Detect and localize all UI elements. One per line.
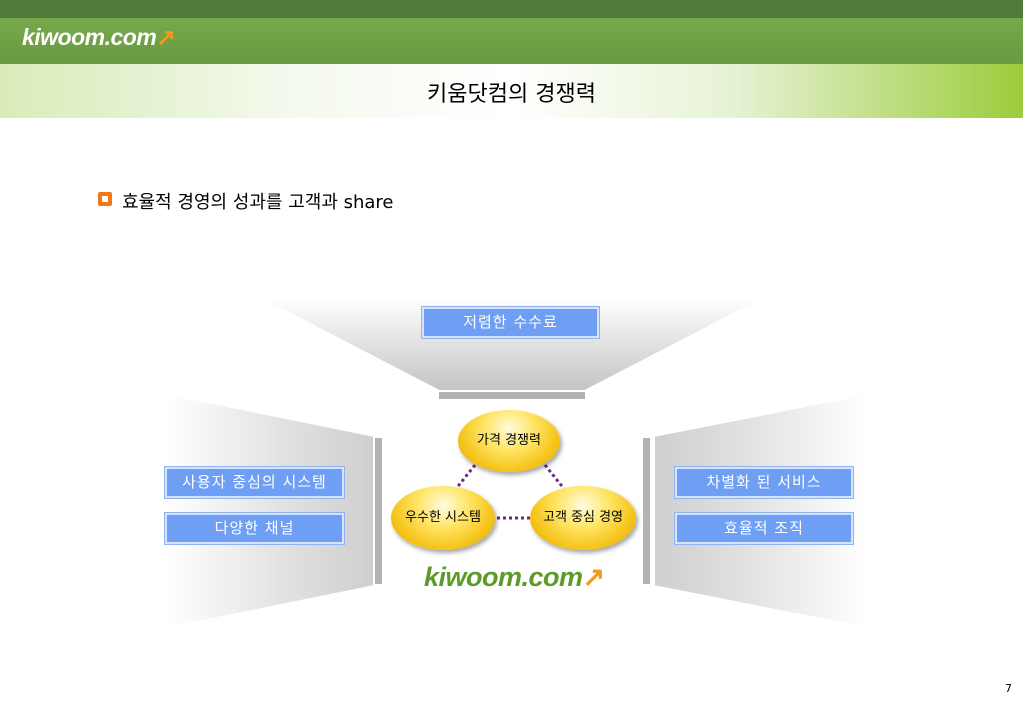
label-various-channels: 다양한 채널 bbox=[164, 512, 345, 545]
bullet-text: 효율적 경영의 성과를 고객과 share bbox=[122, 192, 394, 213]
connector-top-right bbox=[543, 464, 567, 491]
connector-top-left bbox=[453, 464, 477, 491]
right-funnel-bar bbox=[643, 438, 650, 584]
square-bullet-icon bbox=[98, 192, 112, 206]
kiwoom-center-logo: kiwoom.com↗ bbox=[424, 562, 605, 593]
circle-excellent-system: 우수한 시스템 bbox=[391, 486, 495, 550]
left-funnel-bar bbox=[375, 438, 382, 584]
page-number: 7 bbox=[1005, 682, 1012, 695]
label-differentiated-service: 차별화 된 서비스 bbox=[674, 466, 854, 499]
label-efficient-organization: 효율적 조직 bbox=[674, 512, 854, 545]
logo-arrow-icon: ↗ bbox=[156, 24, 176, 50]
title-bar bbox=[0, 64, 1023, 118]
right-funnel-panel bbox=[655, 395, 867, 627]
top-funnel-bar bbox=[439, 392, 585, 399]
kiwoom-logo: kiwoom.com↗ bbox=[22, 24, 176, 51]
slide-title: 키움닷컴의 경쟁력 bbox=[427, 82, 596, 107]
logo-text: kiwoom.com bbox=[22, 24, 157, 50]
circle-price-competitiveness: 가격 경쟁력 bbox=[458, 410, 560, 472]
label-user-centered-system: 사용자 중심의 시스템 bbox=[164, 466, 345, 499]
circle-customer-centered-management: 고객 중심 경영 bbox=[530, 486, 636, 550]
center-logo-text: kiwoom.com bbox=[424, 562, 583, 592]
header-top-bar bbox=[0, 0, 1023, 18]
header-bar bbox=[0, 18, 1023, 64]
center-logo-arrow-icon: ↗ bbox=[582, 562, 606, 592]
left-funnel-panel bbox=[168, 395, 373, 627]
label-low-commission: 저렴한 수수료 bbox=[421, 306, 600, 339]
